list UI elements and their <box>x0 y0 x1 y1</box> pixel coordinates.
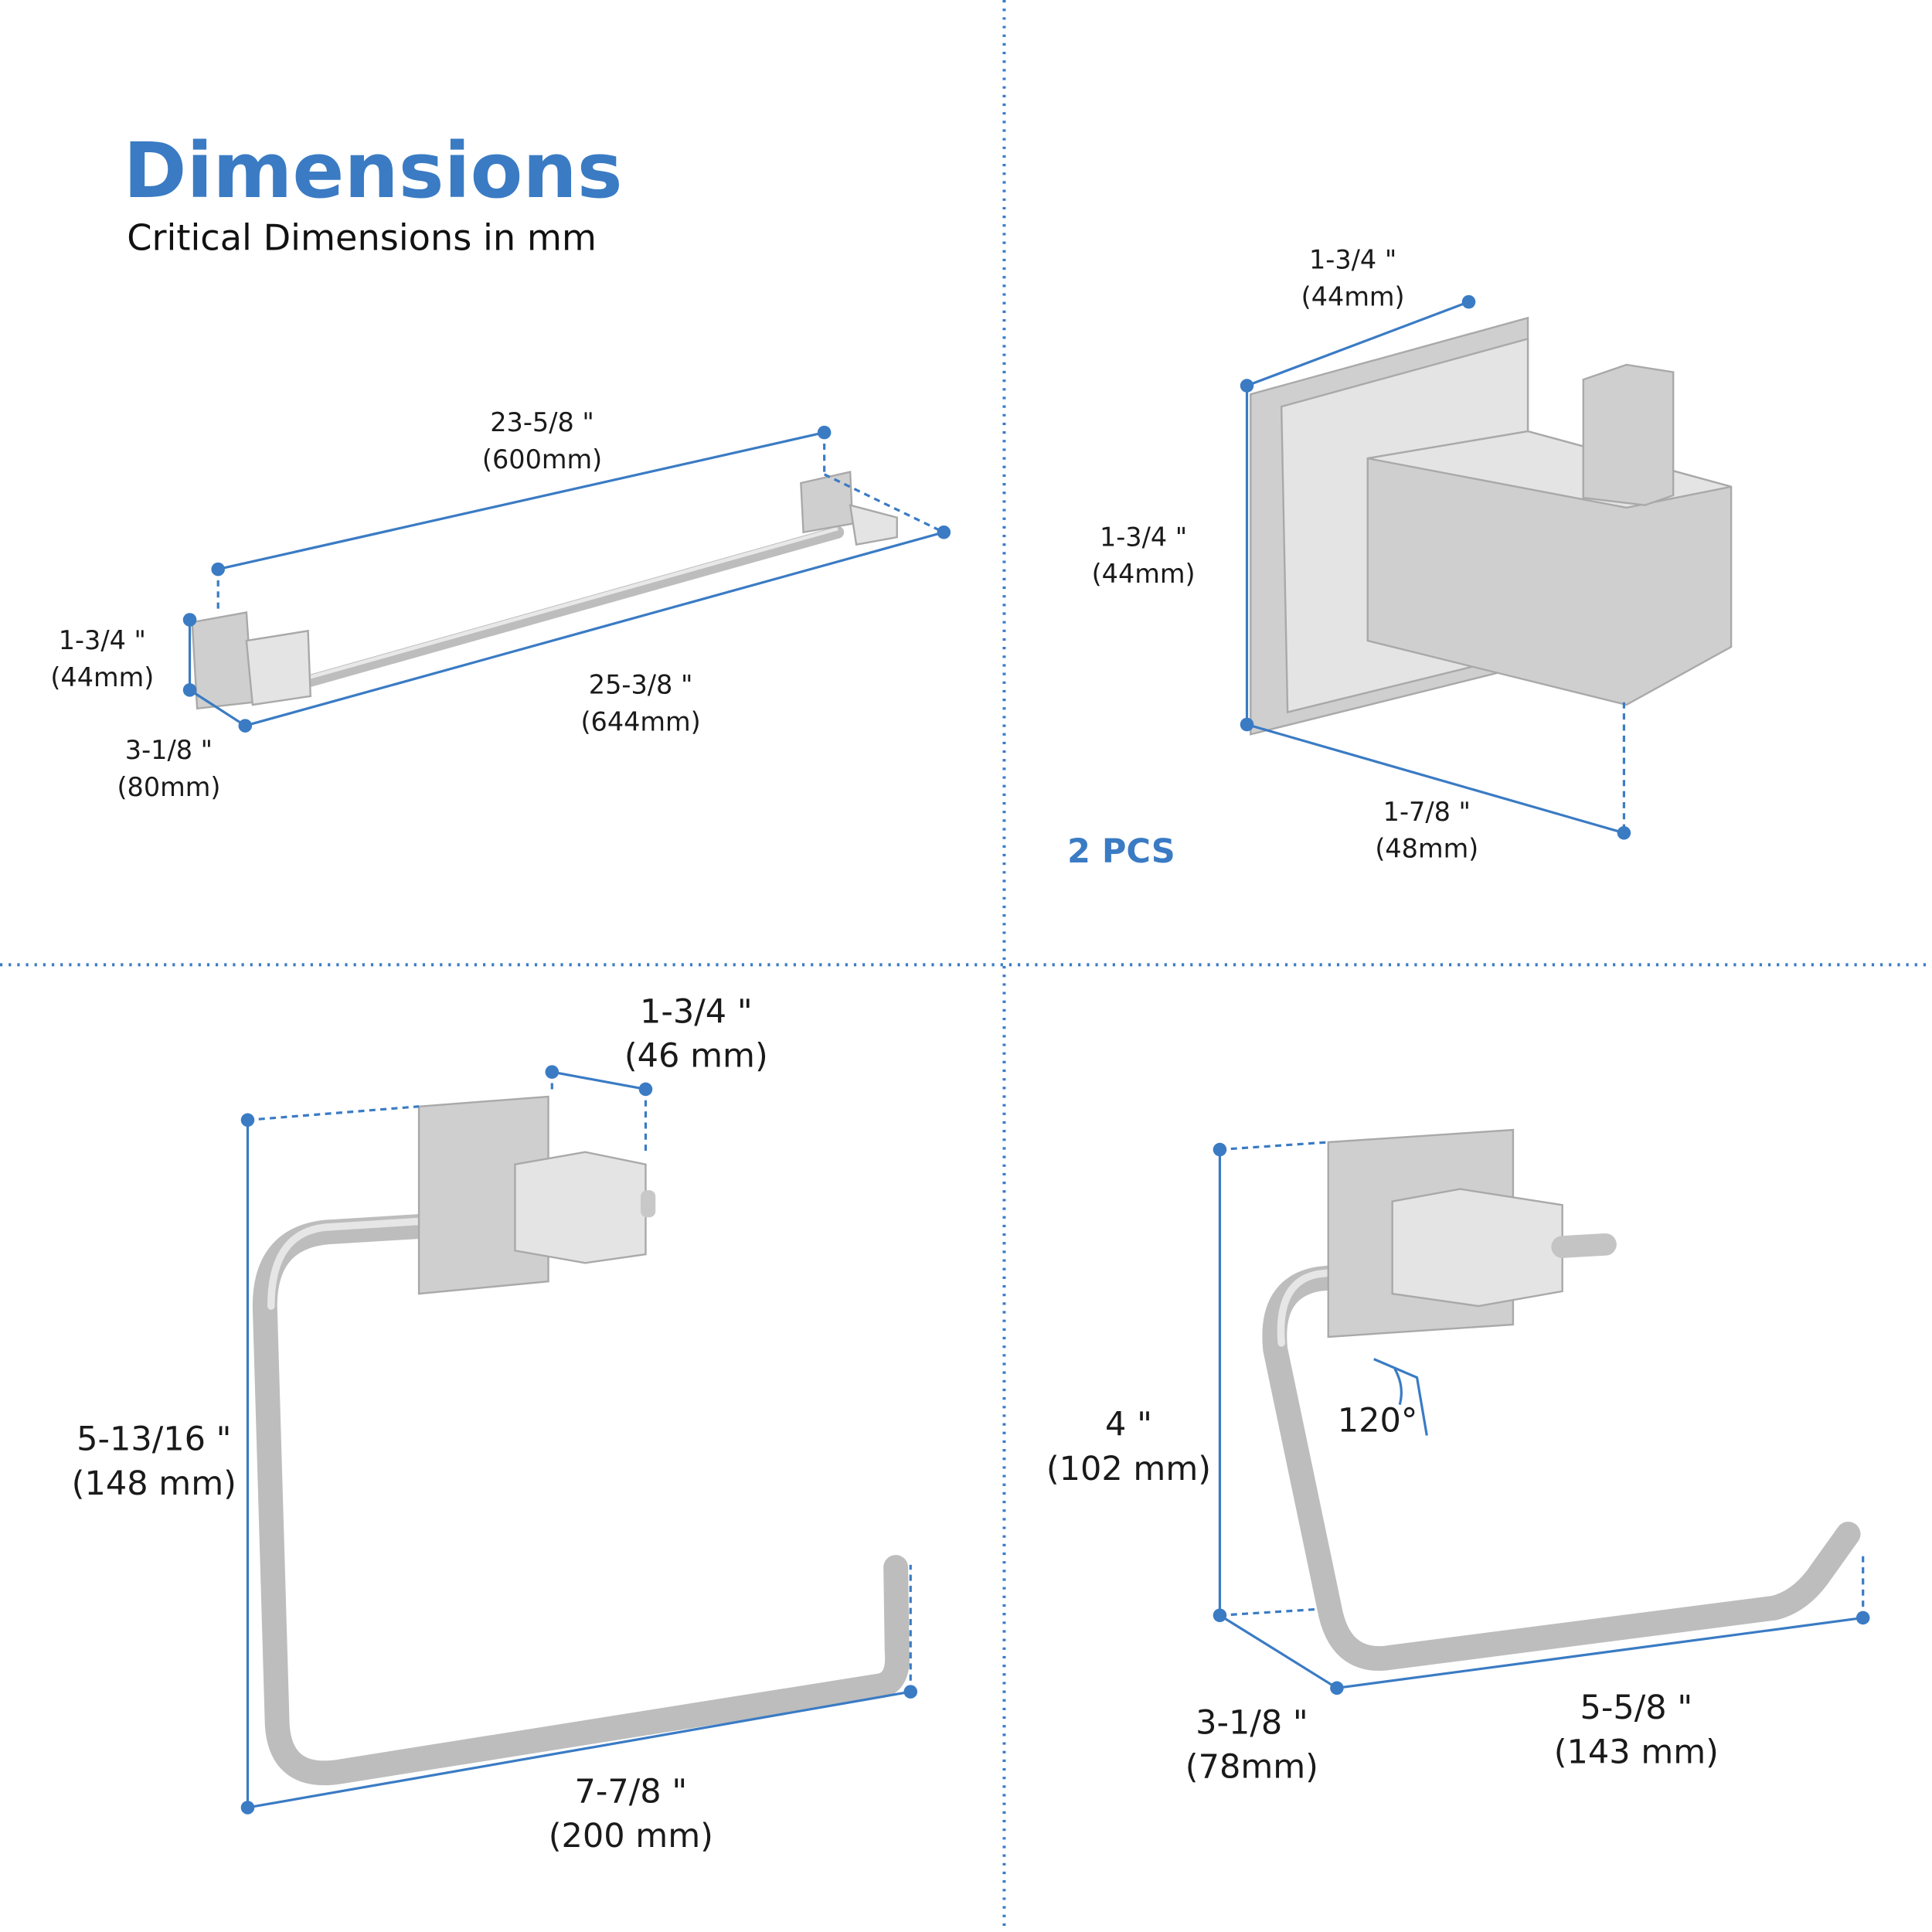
holder-block <box>1391 1188 1563 1308</box>
towel-bar-overall-mm: (644mm) <box>580 706 700 736</box>
towel-bar-rod <box>301 526 845 688</box>
ring-base-mm: (46 mm) <box>624 1037 768 1076</box>
right-bracket-plate <box>800 471 854 534</box>
towel-bar-depth-in: 3-1/8 " <box>125 735 213 765</box>
towel-bar <box>191 471 898 710</box>
ring-base-in: 1-3/4 " <box>640 992 753 1031</box>
holder-depth-in: 3-1/8 " <box>1196 1703 1308 1742</box>
paper-holder-dimensions <box>1213 1141 1870 1696</box>
page-subtitle: Critical Dimensions in mm <box>127 217 597 259</box>
angle-marker <box>1373 1358 1428 1436</box>
ring-rod <box>252 1205 910 1786</box>
robe-hook-dimensions <box>1240 294 1631 840</box>
towel-ring <box>252 1095 910 1786</box>
towel-bar-overall-in: 25-3/8 " <box>589 670 693 700</box>
hook-post <box>1582 363 1675 506</box>
towel-bar-depth-mm: (80mm) <box>117 772 220 802</box>
ring-width-mm: (200 mm) <box>549 1817 713 1855</box>
hook-height-mm: (44mm) <box>1092 559 1196 589</box>
hook-depth-in: 1-7/8 " <box>1383 797 1471 827</box>
towel-bar-dimensions <box>182 425 951 733</box>
page-title: Dimensions <box>123 127 622 216</box>
towel-bar-length-mm: (600mm) <box>482 444 602 474</box>
towel-ring-dimensions <box>240 1065 918 1815</box>
ring-height-mm: (148 mm) <box>72 1464 236 1503</box>
left-bracket-plate <box>191 611 254 710</box>
ring-block <box>514 1151 647 1264</box>
ring-width-in: 7-7/8 " <box>575 1773 688 1811</box>
hook-width-in: 1-3/4 " <box>1309 245 1396 275</box>
holder-angle: 120° <box>1338 1402 1418 1440</box>
towel-bar-height-mm: (44mm) <box>50 662 154 692</box>
ring-height-in: 5-13/16 " <box>77 1420 231 1459</box>
towel-bar-height-in: 1-3/4 " <box>59 625 146 655</box>
hook-height-in: 1-3/4 " <box>1100 522 1187 552</box>
hook-width-mm: (44mm) <box>1301 281 1405 311</box>
holder-width-in: 5-5/8 " <box>1580 1689 1693 1727</box>
hook-depth-mm: (48mm) <box>1375 834 1478 864</box>
paper-holder <box>1262 1128 1861 1671</box>
holder-height-in: 4 " <box>1105 1405 1152 1444</box>
towel-bar-length-in: 23-5/8 " <box>490 407 594 437</box>
holder-depth-mm: (78mm) <box>1185 1748 1318 1787</box>
hook-quantity: 2 PCS <box>1067 832 1175 871</box>
robe-hook <box>1250 316 1733 736</box>
holder-width-mm: (143 mm) <box>1554 1733 1719 1772</box>
holder-height-mm: (102 mm) <box>1046 1450 1211 1488</box>
